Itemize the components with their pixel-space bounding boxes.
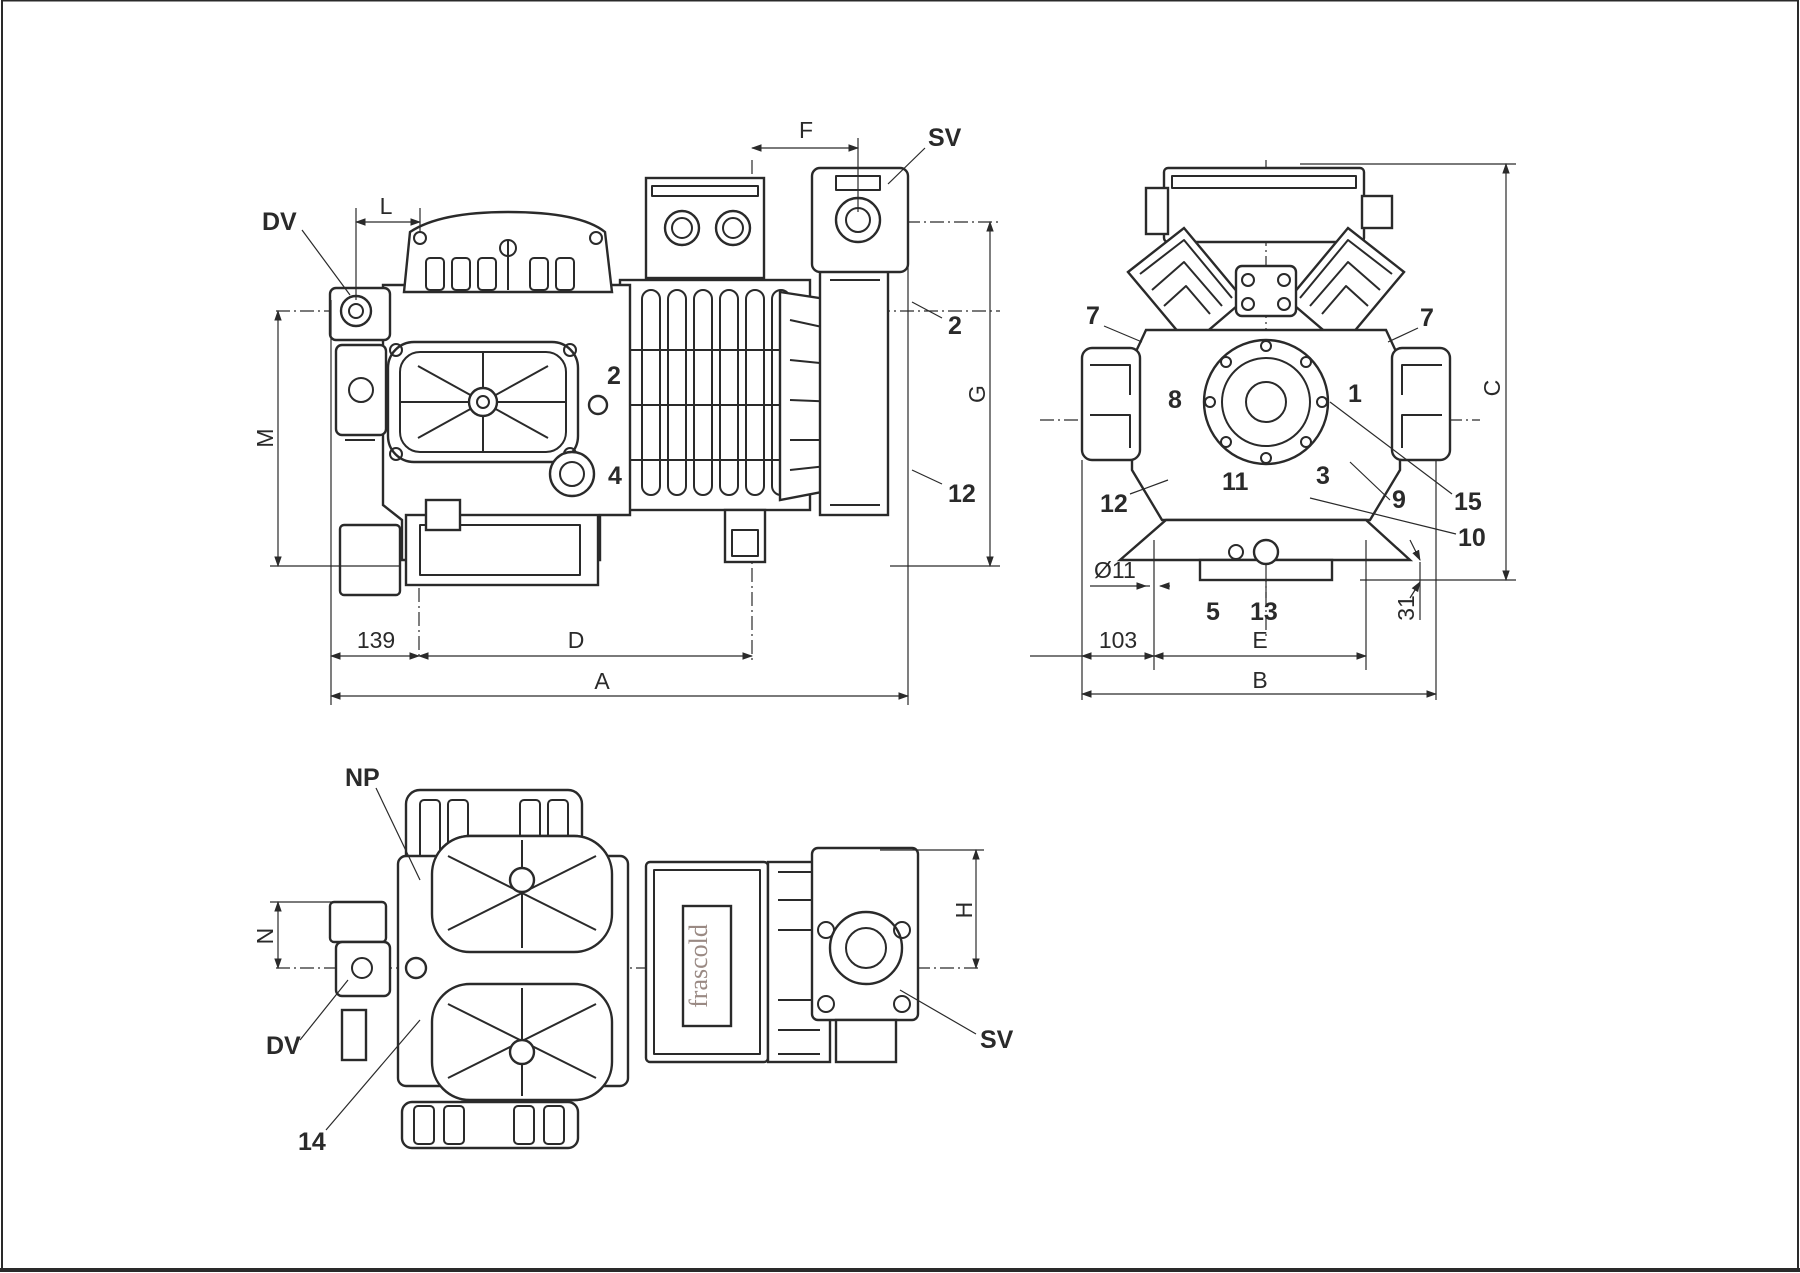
callout-sv-top: SV <box>980 1026 1014 1054</box>
dim-n: N <box>252 928 278 945</box>
sight-glass <box>548 450 596 498</box>
top-view: frascold N H NP DV SV 14 <box>252 764 1014 1156</box>
callout-2-right: 2 <box>948 312 962 340</box>
dim-l: L <box>380 193 393 219</box>
callout-14: 14 <box>298 1128 326 1156</box>
callout-15: 15 <box>1454 488 1482 516</box>
callout-7-right: 7 <box>1420 304 1434 332</box>
dim-h: H <box>951 902 977 919</box>
dim-d: D <box>568 627 585 653</box>
callout-12-end: 12 <box>1100 490 1128 518</box>
callout-10: 10 <box>1458 524 1486 552</box>
dim-c: C <box>1479 380 1505 397</box>
dim-b: B <box>1252 667 1267 693</box>
callout-9: 9 <box>1392 486 1406 514</box>
dim-g: G <box>964 385 990 403</box>
callout-13: 13 <box>1250 598 1278 626</box>
end-view: C 31 Ø11 103 E B 7 7 8 1 11 3 9 15 10 <box>1030 160 1516 700</box>
callout-3: 3 <box>1316 462 1330 490</box>
dim-139: 139 <box>357 627 395 653</box>
callout-4: 4 <box>608 462 622 490</box>
callout-5: 5 <box>1206 598 1220 626</box>
top-head-fins-lower <box>413 1105 565 1145</box>
head-fins-top <box>425 257 575 291</box>
dim-m: M <box>252 428 278 447</box>
callout-1: 1 <box>1348 380 1362 408</box>
callout-2-left: 2 <box>607 362 621 390</box>
callout-7-left: 7 <box>1086 302 1100 330</box>
dim-e: E <box>1252 627 1267 653</box>
dim-103: 103 <box>1099 627 1137 653</box>
callout-8: 8 <box>1168 386 1182 414</box>
dim-a: A <box>594 668 610 694</box>
callout-dv-top: DV <box>266 1032 301 1060</box>
callout-sv-side: SV <box>928 124 962 152</box>
callout-dv-side: DV <box>262 208 297 236</box>
side-view: L F G M 139 D A DV SV 2 2 4 12 <box>252 117 1000 705</box>
callout-11: 11 <box>1222 468 1249 496</box>
dim-f: F <box>799 117 813 143</box>
nameplate <box>681 904 733 1028</box>
dim-31: 31 <box>1393 595 1419 621</box>
brand-logo: frascold <box>684 924 713 1008</box>
cable-gland-left <box>663 209 701 247</box>
cable-gland-right <box>714 209 752 247</box>
callout-12-side: 12 <box>948 480 976 508</box>
callout-np: NP <box>345 764 380 792</box>
dim-phi11: Ø11 <box>1094 557 1136 583</box>
